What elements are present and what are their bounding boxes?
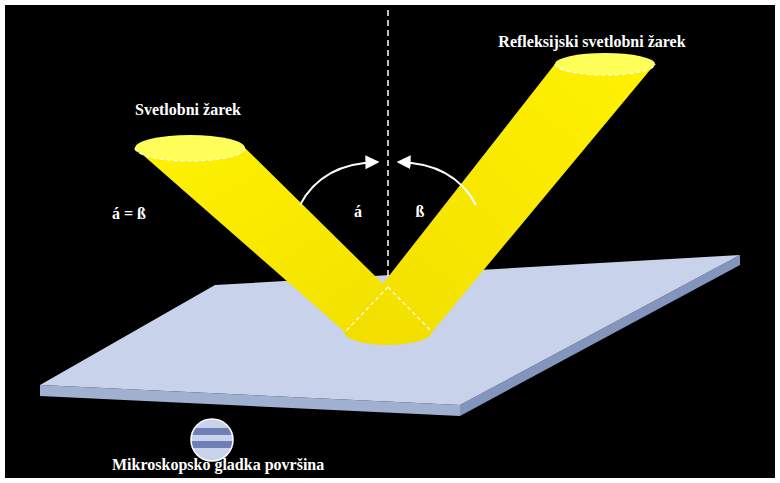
beam-cap — [135, 135, 245, 161]
beam-cap — [555, 53, 655, 75]
label-text: Mikroskopsko gladka površina — [112, 455, 324, 474]
label-text: Svetlobni žarek — [135, 100, 241, 119]
beam-cap-edge — [555, 64, 655, 75]
background — [5, 5, 775, 478]
label-text: á — [354, 202, 362, 221]
label-text: ß — [416, 202, 425, 221]
angle-arc — [300, 162, 378, 205]
hidden-edge — [388, 287, 432, 332]
normal-line — [387, 10, 389, 290]
angle-arc — [398, 162, 476, 205]
hidden-edge — [345, 287, 388, 332]
magnifier-ring — [191, 419, 233, 461]
beam-spot — [344, 319, 432, 345]
label-text: Refleksijski svetlobni žarek — [498, 32, 685, 51]
label-text: á = ß — [112, 204, 146, 223]
reflected-beam — [345, 64, 655, 332]
beam-cap-edge — [135, 148, 245, 161]
magnifier — [190, 418, 234, 462]
